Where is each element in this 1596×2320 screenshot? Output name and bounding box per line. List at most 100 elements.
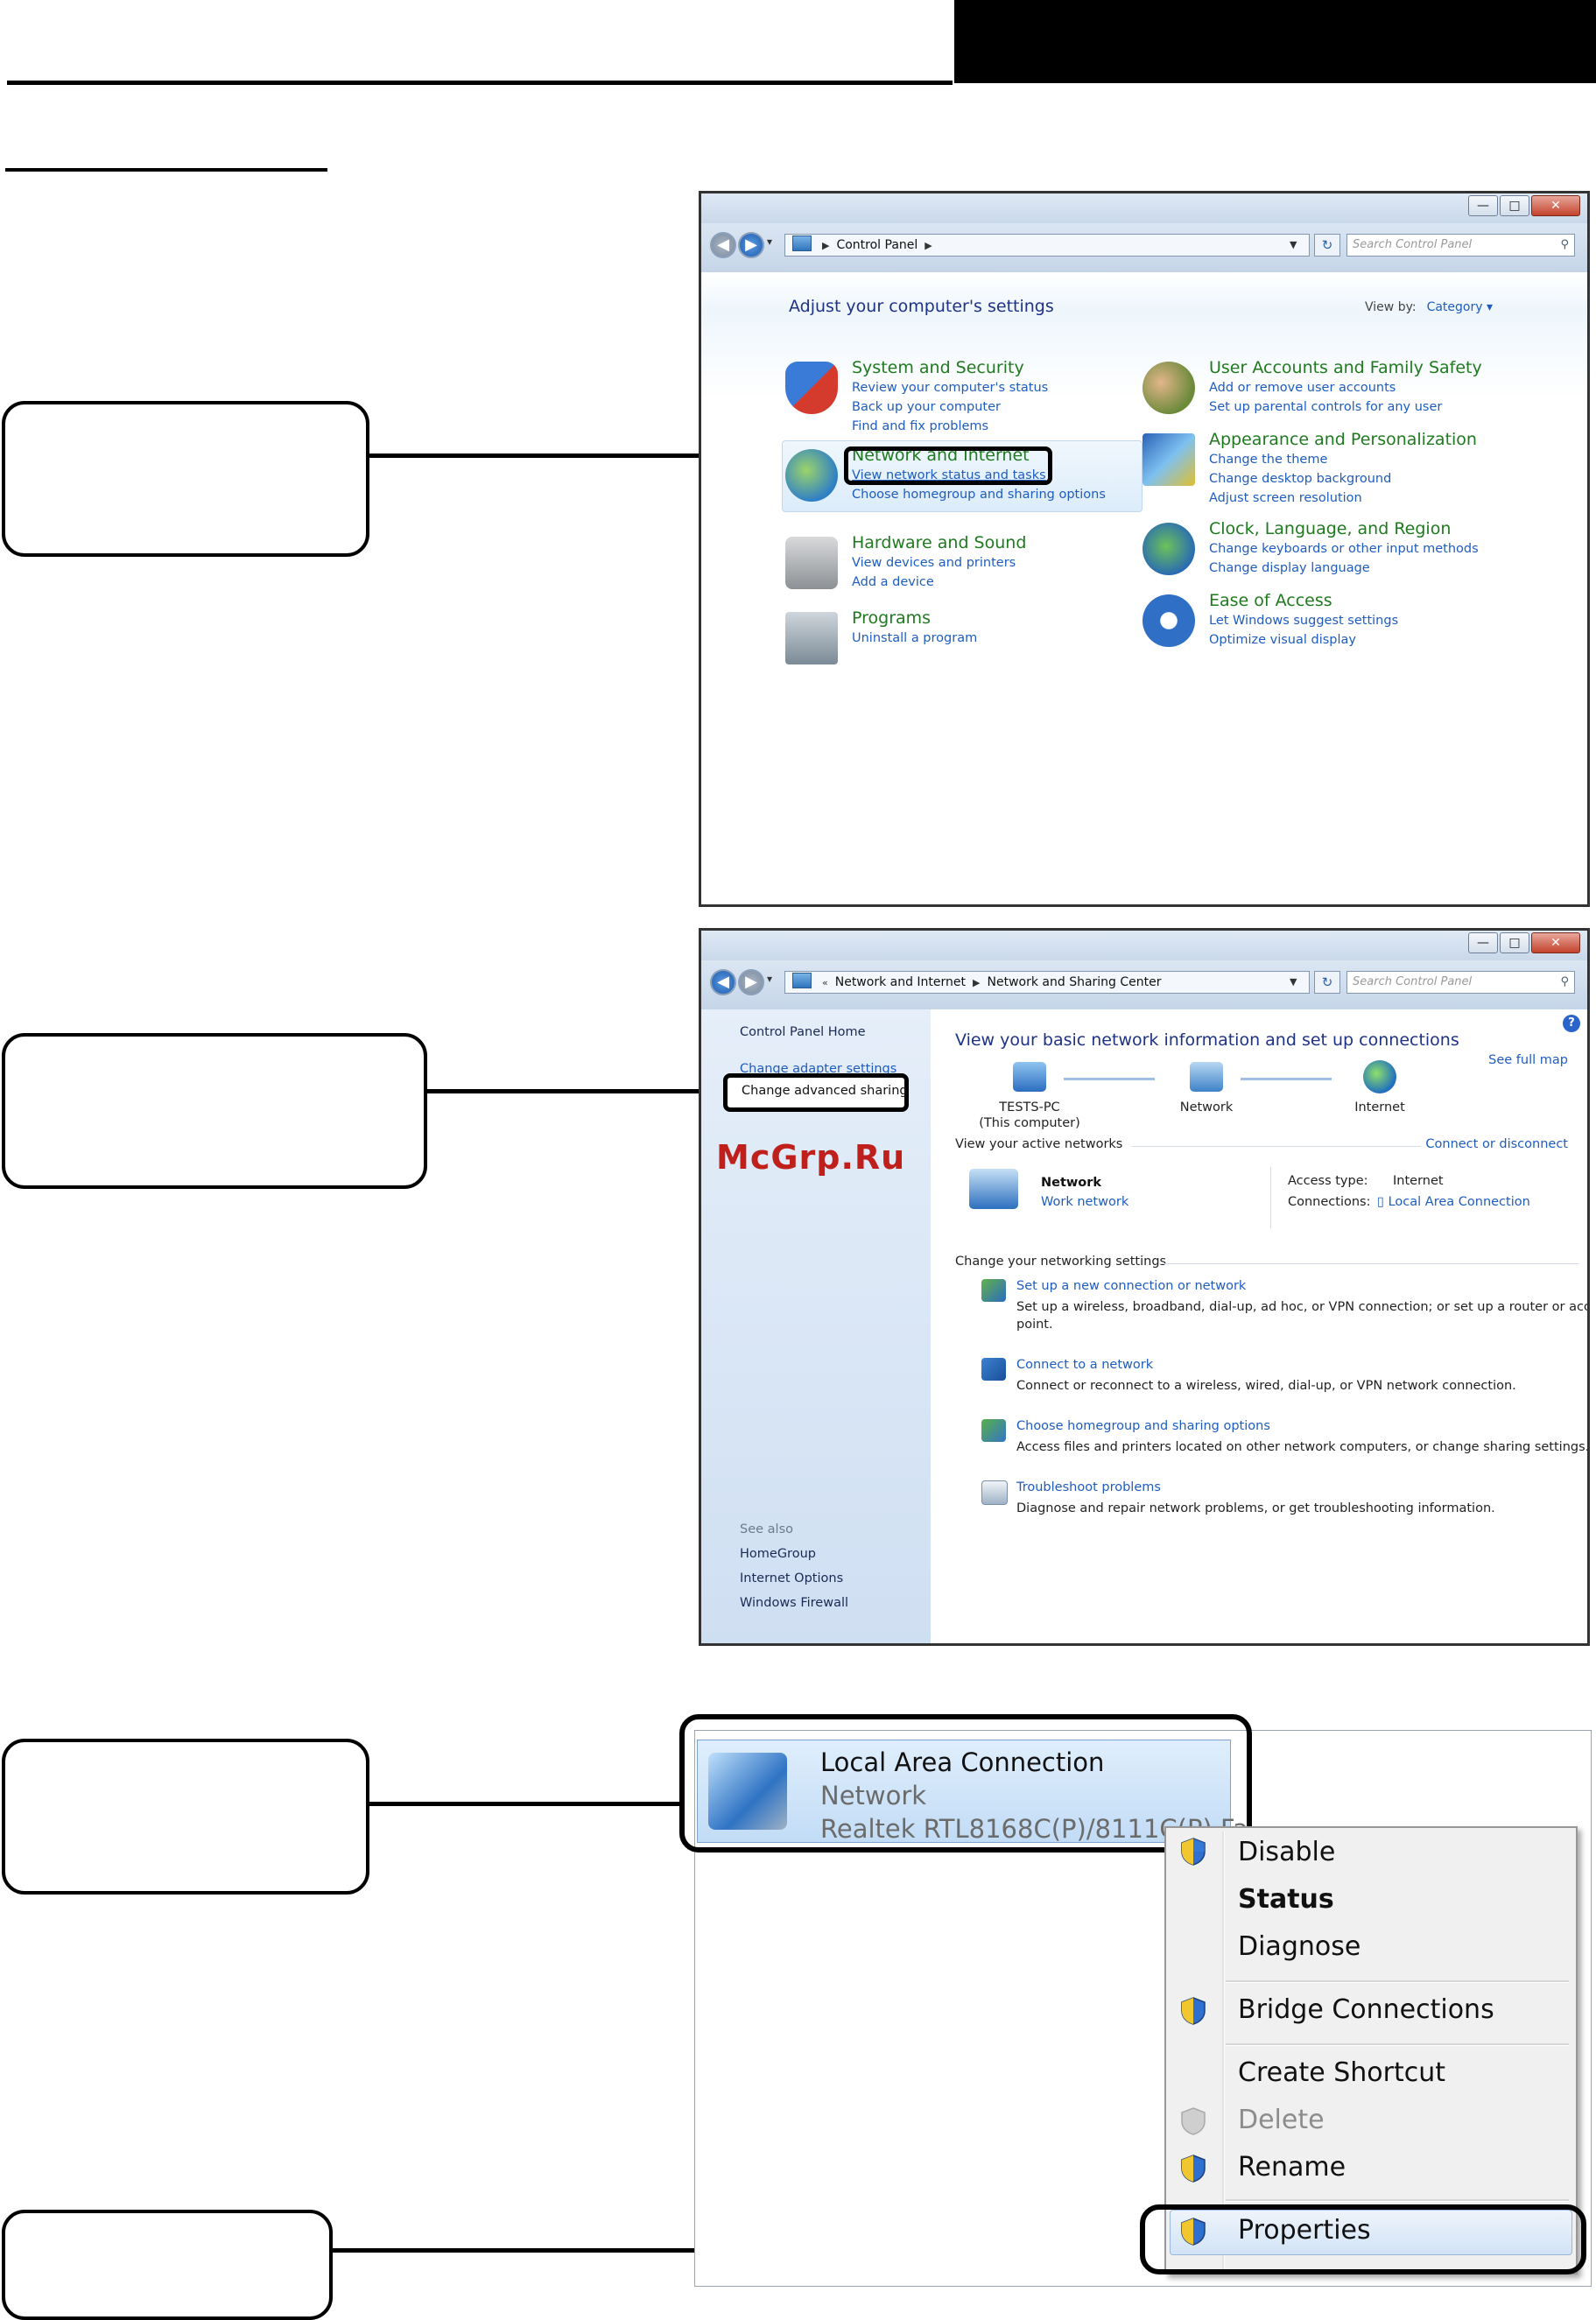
troubleshoot-link[interactable]: Troubleshoot problems bbox=[1016, 1480, 1161, 1494]
internet-globe-icon bbox=[1363, 1060, 1396, 1093]
map-label-network: Network bbox=[1179, 1100, 1234, 1114]
search-input[interactable]: Search Control Panel ⚲ bbox=[1346, 971, 1575, 994]
network-sharing-center-window: — □ ✕ ◀ ▶ ▾ «Network and Internet▶Networ… bbox=[699, 928, 1590, 1646]
connector-line-3 bbox=[369, 1802, 683, 1806]
search-input[interactable]: Search Control Panel ⚲ bbox=[1346, 234, 1575, 257]
users-icon bbox=[1143, 362, 1195, 414]
refresh-icon[interactable]: ↻ bbox=[1314, 234, 1340, 257]
menu-item-delete: Delete bbox=[1238, 2105, 1325, 2135]
divider-vertical bbox=[1270, 1167, 1271, 1228]
category-title[interactable]: Hardware and Sound bbox=[852, 533, 1027, 552]
sidebar-item-windows-firewall[interactable]: Windows Firewall bbox=[740, 1596, 849, 1610]
sidebar-item-adapter-settings[interactable]: Change adapter settings bbox=[740, 1062, 897, 1076]
category-title[interactable]: System and Security bbox=[852, 358, 1024, 377]
category-link[interactable]: Choose homegroup and sharing options bbox=[852, 488, 1106, 502]
address-bar-row: ◀ ▶ ▾ «Network and Internet▶Network and … bbox=[701, 960, 1587, 1010]
close-icon[interactable]: ✕ bbox=[1531, 195, 1580, 216]
map-label-pc-sub: (This computer) bbox=[979, 1116, 1080, 1130]
category-link[interactable]: Review your computer's status bbox=[852, 381, 1049, 395]
uac-shield-icon bbox=[1181, 2218, 1206, 2246]
address-dropdown-icon[interactable]: ▼ bbox=[1290, 239, 1297, 250]
forward-arrow-icon[interactable]: ▶ bbox=[738, 232, 764, 258]
search-icon[interactable]: ⚲ bbox=[1560, 975, 1569, 988]
address-dropdown-icon[interactable]: ▼ bbox=[1290, 976, 1297, 988]
header-rule bbox=[7, 81, 953, 85]
programs-icon bbox=[785, 612, 838, 664]
page-title: View your basic network information and … bbox=[955, 1030, 1459, 1050]
address-segment[interactable]: Network and Internet bbox=[834, 975, 967, 989]
category-link[interactable]: Add or remove user accounts bbox=[1209, 381, 1396, 395]
menu-item-bridge-connections[interactable]: Bridge Connections bbox=[1238, 1994, 1494, 2025]
address-segment[interactable]: Network and Sharing Center bbox=[987, 975, 1162, 989]
category-link[interactable]: Change desktop background bbox=[1209, 472, 1392, 486]
task-description: Connect or reconnect to a wireless, wire… bbox=[1016, 1379, 1516, 1393]
connect-network-link[interactable]: Connect to a network bbox=[1016, 1358, 1154, 1372]
category-link[interactable]: Uninstall a program bbox=[852, 631, 978, 645]
back-arrow-icon[interactable]: ◀ bbox=[710, 969, 736, 995]
category-title[interactable]: Clock, Language, and Region bbox=[1209, 519, 1452, 538]
highlighted-advanced-sharing-label[interactable]: Change advanced sharing bbox=[742, 1084, 908, 1098]
category-title[interactable]: User Accounts and Family Safety bbox=[1209, 358, 1482, 377]
forward-arrow-icon[interactable]: ▶ bbox=[738, 969, 764, 995]
category-link[interactable]: Change display language bbox=[1209, 561, 1370, 575]
active-networks-label: View your active networks bbox=[955, 1137, 1123, 1151]
history-dropdown-icon[interactable]: ▾ bbox=[767, 236, 773, 248]
header-black-box bbox=[954, 0, 1596, 83]
menu-hover-highlight bbox=[1170, 2210, 1572, 2255]
address-bar[interactable]: ▶Control Panel▶ bbox=[784, 234, 1310, 257]
connect-network-icon bbox=[981, 1358, 1006, 1381]
connection-link[interactable]: ▯ Local Area Connection bbox=[1377, 1195, 1530, 1209]
category-link[interactable]: Find and fix problems bbox=[852, 419, 989, 433]
category-link[interactable]: Set up parental controls for any user bbox=[1209, 400, 1443, 414]
minimize-icon[interactable]: — bbox=[1468, 932, 1498, 953]
menu-item-diagnose[interactable]: Diagnose bbox=[1238, 1931, 1361, 1962]
map-connector bbox=[1064, 1078, 1155, 1080]
view-by-dropdown[interactable]: Category ▾ bbox=[1426, 300, 1493, 314]
back-arrow-icon[interactable]: ◀ bbox=[710, 232, 736, 258]
connect-disconnect-link[interactable]: Connect or disconnect bbox=[1425, 1137, 1568, 1151]
network-main-content: ? View your basic network information an… bbox=[931, 1009, 1587, 1643]
see-also-label: See also bbox=[740, 1522, 793, 1536]
history-dropdown-icon[interactable]: ▾ bbox=[767, 973, 773, 985]
maximize-icon[interactable]: □ bbox=[1500, 932, 1529, 953]
help-icon[interactable]: ? bbox=[1563, 1015, 1580, 1032]
address-bar[interactable]: «Network and Internet▶Network and Sharin… bbox=[784, 971, 1310, 994]
network-type-link[interactable]: Work network bbox=[1041, 1195, 1129, 1209]
menu-item-rename[interactable]: Rename bbox=[1238, 2152, 1346, 2183]
setup-connection-link[interactable]: Set up a new connection or network bbox=[1016, 1279, 1247, 1293]
category-title[interactable]: Appearance and Personalization bbox=[1209, 430, 1477, 449]
category-link[interactable]: Back up your computer bbox=[852, 400, 1001, 414]
category-title[interactable]: Ease of Access bbox=[1209, 591, 1332, 610]
sidebar-item-home[interactable]: Control Panel Home bbox=[740, 1025, 866, 1039]
menu-item-create-shortcut[interactable]: Create Shortcut bbox=[1238, 2057, 1445, 2088]
homegroup-link[interactable]: Choose homegroup and sharing options bbox=[1016, 1419, 1270, 1433]
sidebar-item-internet-options[interactable]: Internet Options bbox=[740, 1571, 844, 1585]
refresh-icon[interactable]: ↻ bbox=[1314, 971, 1340, 994]
category-title[interactable]: Programs bbox=[852, 608, 932, 628]
menu-item-properties[interactable]: Properties bbox=[1238, 2215, 1371, 2246]
maximize-icon[interactable]: □ bbox=[1500, 195, 1529, 216]
category-link[interactable]: Change keyboards or other input methods bbox=[1209, 542, 1479, 556]
close-icon[interactable]: ✕ bbox=[1531, 932, 1580, 953]
sidebar-item-homegroup[interactable]: HomeGroup bbox=[740, 1547, 816, 1561]
uac-shield-disabled-icon bbox=[1181, 2107, 1206, 2135]
appearance-icon bbox=[1143, 433, 1195, 486]
menu-gutter bbox=[1222, 1831, 1225, 2269]
see-full-map-link[interactable]: See full map bbox=[1488, 1053, 1568, 1067]
menu-item-disable[interactable]: Disable bbox=[1238, 1837, 1336, 1867]
category-link[interactable]: Change the theme bbox=[1209, 453, 1328, 467]
address-segment[interactable]: Control Panel bbox=[836, 238, 918, 252]
task-description: Set up a wireless, broadband, dial-up, a… bbox=[1016, 1300, 1590, 1314]
category-link[interactable]: Adjust screen resolution bbox=[1209, 491, 1362, 505]
view-network-status-link[interactable]: View network status and tasks bbox=[852, 468, 1046, 482]
menu-item-status[interactable]: Status bbox=[1238, 1884, 1334, 1915]
connection-name: Local Area Connection bbox=[820, 1747, 1105, 1777]
search-icon[interactable]: ⚲ bbox=[1560, 238, 1569, 251]
divider bbox=[1132, 1146, 1421, 1147]
category-link[interactable]: Optimize visual display bbox=[1209, 633, 1356, 647]
category-link[interactable]: View devices and printers bbox=[852, 556, 1016, 570]
category-link[interactable]: Let Windows suggest settings bbox=[1209, 614, 1399, 628]
category-link[interactable]: Add a device bbox=[852, 575, 934, 589]
change-settings-label: Change your networking settings bbox=[955, 1255, 1167, 1269]
minimize-icon[interactable]: — bbox=[1468, 195, 1498, 216]
